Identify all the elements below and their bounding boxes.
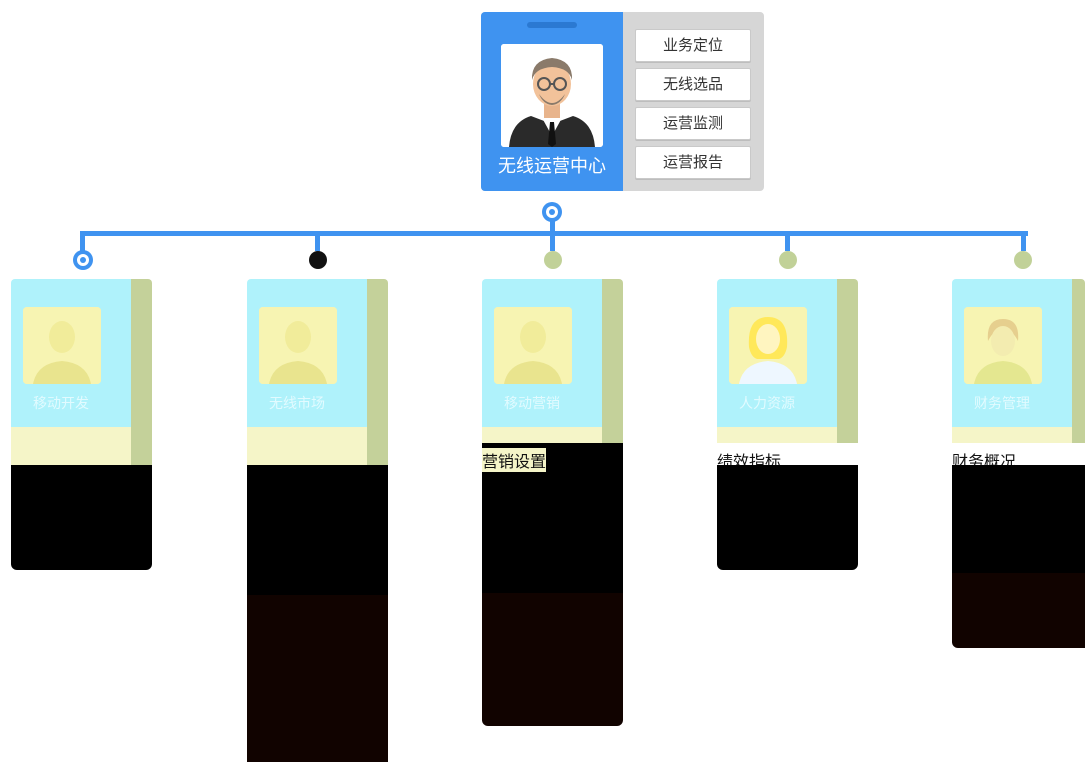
dept-name: 财务管理 [974,396,1030,412]
dept-card-side [837,279,858,443]
top-org-card: 无线运营中心 业务定位 无线选品 运营监测 运营报告 [481,12,764,191]
dept-card-header: 财务管理 [952,279,1072,427]
top-card-menu: 业务定位 无线选品 运营监测 运营报告 [635,29,751,185]
menu-button-business-positioning[interactable]: 业务定位 [635,29,751,62]
branch-line-1 [80,231,85,251]
person-avatar-icon [729,307,807,384]
dept-card-lower-body [482,593,623,726]
person-avatar-icon [494,307,572,384]
dept-card-side [602,279,623,443]
menu-button-operation-monitoring[interactable]: 运营监测 [635,107,751,140]
branch-node-1 [73,250,93,270]
branch-line-3 [550,231,555,251]
person-avatar-icon [23,307,101,384]
dept-name: 人力资源 [739,396,795,412]
dept-card-strip [717,427,837,443]
dept-card-strip [247,427,367,465]
dept-card-side [367,279,388,465]
person-avatar-icon [259,307,337,384]
branch-node-2 [309,251,327,269]
dept-card-strip [952,427,1072,443]
person-avatar-icon [964,307,1042,384]
branch-node-3 [544,251,562,269]
dept-card-header: 人力资源 [717,279,837,427]
branch-node-4 [779,251,797,269]
vertical-stem-line [550,220,555,234]
dept-name: 移动营销 [504,396,560,412]
center-connector-node [542,202,562,222]
dept-card-mobile-marketing[interactable]: 移动营销 营销设置 [482,279,623,726]
menu-button-wireless-product-selection[interactable]: 无线选品 [635,68,751,101]
dept-card-strip [11,427,131,465]
dept-card-finance[interactable]: 财务管理 财务概况 [952,279,1085,648]
card-slot-decoration [527,22,577,28]
dept-card-lower-body [952,573,1085,648]
dept-name: 移动开发 [33,396,89,412]
top-card-profile: 无线运营中心 [481,12,623,191]
dept-card-header: 无线市场 [247,279,367,427]
dept-card-header: 移动营销 [482,279,602,427]
dept-card-side [1072,279,1085,443]
dept-card-wireless-market[interactable]: 无线市场 [247,279,388,762]
dept-card-lower-body [247,595,388,762]
dept-name: 无线市场 [269,396,325,412]
branch-line-5 [1021,231,1026,251]
dept-card-body [11,465,152,570]
dept-card-mobile-dev[interactable]: 移动开发 [11,279,152,570]
branch-node-5 [1014,251,1032,269]
menu-button-operation-report[interactable]: 运营报告 [635,146,751,179]
dept-card-body [717,465,858,570]
dept-card-side [131,279,152,465]
dept-card-human-resources[interactable]: 人力资源 绩效指标 [717,279,858,570]
dept-card-body [247,465,388,595]
manager-avatar-icon [501,44,603,147]
dept-card-strip [482,427,602,443]
branch-line-2 [315,231,320,251]
dept-card-header: 移动开发 [11,279,131,427]
dept-menu-label[interactable]: 营销设置 [482,448,547,472]
top-card-title: 无线运营中心 [498,156,606,177]
dept-card-body [952,465,1085,573]
branch-line-4 [785,231,790,251]
